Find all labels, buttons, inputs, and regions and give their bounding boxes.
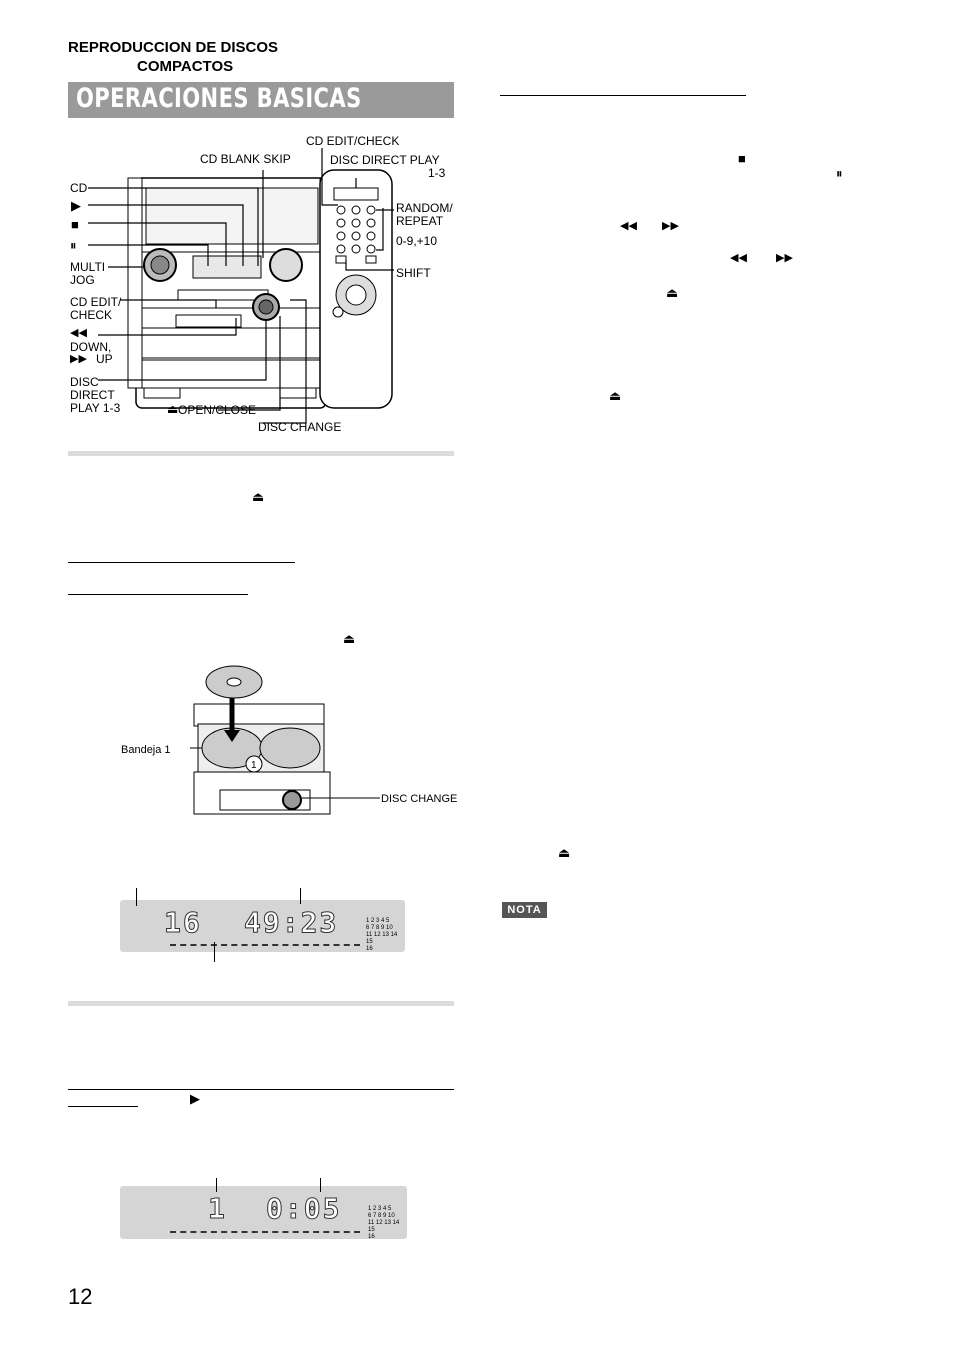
eject-icon: ⏏ <box>343 631 356 646</box>
fast-forward-icon: ▶▶ <box>662 220 679 232</box>
label-multi-jog-2: JOG <box>70 273 95 287</box>
underline <box>68 594 248 595</box>
eject-icon: ⏏ <box>609 388 622 403</box>
label-disc-direct-3: PLAY 1-3 <box>70 401 121 415</box>
track-grid: 1 2 3 4 5 6 7 8 9 10 11 12 13 14 15 16 <box>366 918 398 952</box>
label-cd-edit-check-top: CD EDIT/CHECK <box>306 134 400 148</box>
right-heading-underline <box>500 95 746 96</box>
label-random-repeat-2: REPEAT <box>396 214 444 228</box>
eject-icon: ⏏ <box>252 489 265 504</box>
stop-icon: ■ <box>738 151 746 166</box>
rewind-icon: ◀◀ <box>70 327 87 339</box>
note-badge: NOTA <box>502 902 547 918</box>
section-heading-line1: REPRODUCCION DE DISCOS <box>68 39 279 56</box>
label-disc-direct-2: DIRECT <box>70 388 115 402</box>
underline <box>68 1106 138 1107</box>
total-time: 49:23 <box>243 906 339 940</box>
fast-forward-icon: ▶▶ <box>70 353 87 365</box>
elapsed-time: 0:05 <box>265 1192 342 1226</box>
disc-loading-diagram: 1 <box>190 665 380 815</box>
label-random-repeat-1: RANDOM/ <box>396 201 453 215</box>
label-disc-direct-play-sub: 1-3 <box>428 166 446 180</box>
section-separator <box>68 451 454 456</box>
label-cd: CD <box>70 181 88 195</box>
eject-icon: ⏏ <box>558 845 571 860</box>
section-heading-line2: COMPACTOS <box>137 58 234 75</box>
label-disc-change: DISC CHANGE <box>258 420 342 434</box>
page-number: 12 <box>68 1284 93 1309</box>
underline <box>68 562 295 563</box>
lcd-display: 16 49:23 1 2 3 4 5 6 7 8 9 10 11 12 13 1… <box>120 900 405 952</box>
eject-icon: ⏏ <box>167 402 179 416</box>
label-shift: SHIFT <box>396 266 431 280</box>
fast-forward-icon: ▶▶ <box>776 252 793 264</box>
label-open-close: OPEN/CLOSE <box>178 403 257 417</box>
label-cd-edit-check-2: CHECK <box>70 308 113 322</box>
dash-row <box>170 944 360 946</box>
label-num-keys: 0-9,+10 <box>396 234 438 248</box>
rewind-icon: ◀◀ <box>620 220 637 232</box>
label-cd-blank-skip: CD BLANK SKIP <box>200 152 291 166</box>
play-icon: ▶ <box>190 1091 200 1106</box>
section-separator <box>68 1001 454 1006</box>
eject-icon: ⏏ <box>666 285 679 300</box>
lcd-display: 1 0:05 1 2 3 4 5 6 7 8 9 10 11 12 13 14 … <box>120 1186 407 1240</box>
label-disc-direct-play: DISC DIRECT PLAY <box>330 153 440 167</box>
label-down: DOWN, <box>70 340 112 354</box>
pause-icon: ⏸ <box>836 166 843 181</box>
stereo-diagram <box>88 148 394 424</box>
label-multi-jog-1: MULTI <box>70 260 106 274</box>
title-banner: OPERACIONES BASICAS <box>68 82 454 118</box>
label-disc-change-2: DISC CHANGE <box>381 793 458 805</box>
page-title: OPERACIONES BASICAS <box>76 83 362 114</box>
label-up: UP <box>96 352 113 366</box>
svg-text:1: 1 <box>251 760 257 771</box>
play-icon: ▶ <box>71 198 81 213</box>
pause-icon: ⏸ <box>70 238 77 253</box>
tray-label: Bandeja 1 <box>121 744 171 756</box>
track-number: 1 <box>208 1192 227 1226</box>
label-cd-edit-check-1: CD EDIT/ <box>70 295 122 309</box>
rewind-icon: ◀◀ <box>730 252 747 264</box>
track-number: 16 <box>164 906 202 940</box>
stop-icon: ■ <box>71 217 79 232</box>
track-grid: 1 2 3 4 5 6 7 8 9 10 11 12 13 14 15 16 <box>368 1206 400 1240</box>
dash-row <box>170 1231 360 1233</box>
label-disc-direct-1: DISC <box>70 375 99 389</box>
underline <box>68 1089 454 1090</box>
